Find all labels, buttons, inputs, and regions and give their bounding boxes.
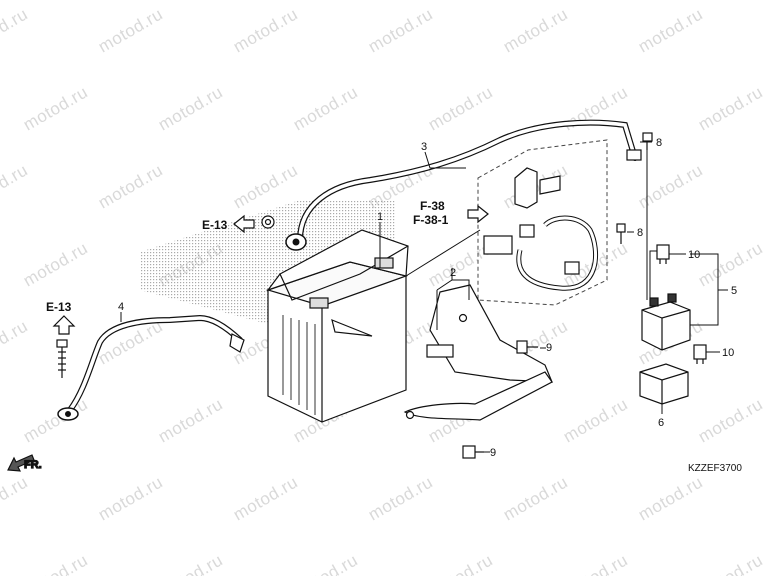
battery-bracket — [403, 284, 553, 421]
fuse-lower — [693, 344, 707, 364]
part-number-bolt-top: 8 — [656, 137, 662, 149]
ref-arrow-f38 — [467, 204, 489, 224]
bolt-upper — [516, 340, 538, 354]
part-number-fuse-upper: 10 — [688, 249, 700, 261]
part-number-ground-cable: 4 — [118, 301, 124, 313]
positive-cable — [285, 119, 642, 251]
leader-lines — [120, 141, 728, 453]
ref-arrow-e13-top — [52, 315, 76, 335]
part-number-bolt-upper: 9 — [546, 342, 552, 354]
ground-cable — [57, 314, 245, 421]
nut — [261, 215, 275, 229]
part-number-fuse-lower: 10 — [722, 347, 734, 359]
ref-f38: F-38 — [420, 199, 445, 213]
ref-e13-top: E-13 — [46, 300, 72, 314]
diagram-code: KZZEF3700 — [688, 463, 742, 474]
bolt-lower — [462, 445, 484, 459]
subassembly-outline — [477, 139, 608, 306]
battery — [266, 229, 409, 423]
ground-bolt — [56, 339, 68, 378]
fuse-upper — [656, 244, 670, 264]
relay-harness — [483, 167, 598, 291]
part-number-starter-relay: 5 — [731, 285, 737, 297]
front-arrow: FR. — [7, 454, 42, 472]
relay-cover — [639, 363, 689, 405]
part-number-positive-cable: 3 — [421, 141, 427, 153]
front-label: FR. — [24, 459, 42, 471]
part-number-bracket: 2 — [450, 267, 456, 279]
starter-relay — [641, 293, 691, 351]
part-number-bolt-mid: 8 — [637, 227, 643, 239]
ref-f38-1: F-38-1 — [413, 213, 449, 227]
part-number-bolt-lower: 9 — [490, 447, 496, 459]
part-number-battery: 1 — [377, 211, 383, 223]
bolt-mid — [616, 223, 626, 244]
ref-arrow-e13-side — [233, 214, 255, 234]
ref-e13-side: E-13 — [202, 218, 228, 232]
part-number-relay-cover: 6 — [658, 417, 664, 429]
